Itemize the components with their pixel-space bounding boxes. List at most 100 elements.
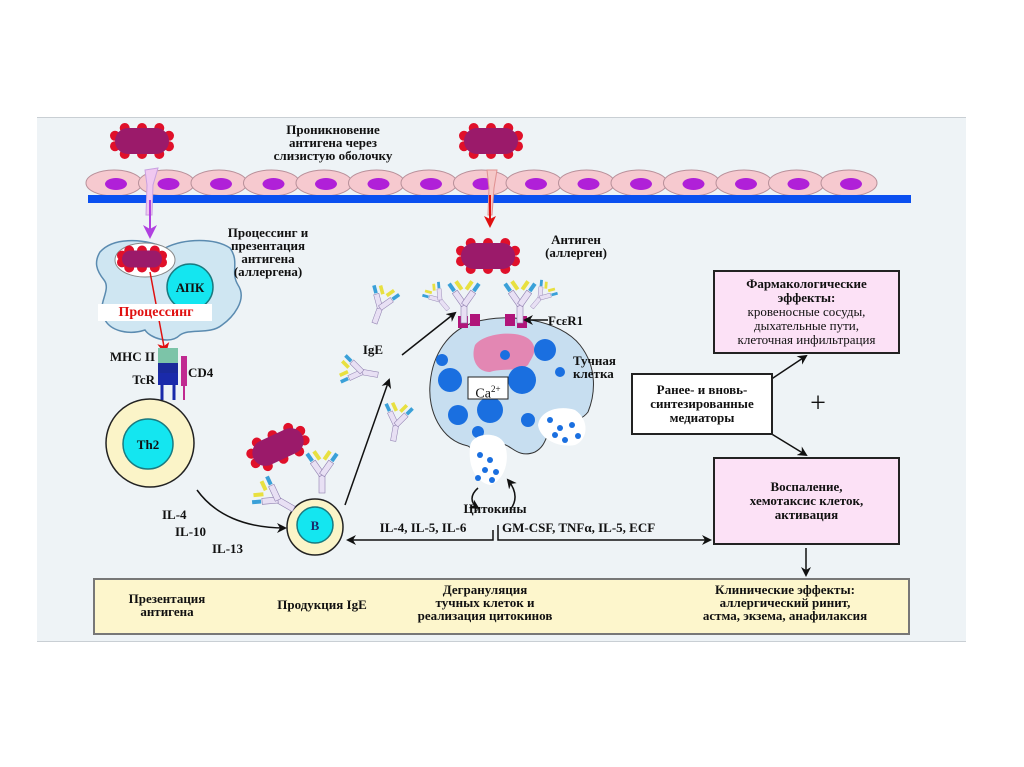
- released-granule: [477, 452, 483, 458]
- bottom-flow-bar: [93, 578, 910, 635]
- epithelial-nucleus: [157, 178, 180, 190]
- arrow-ige-to-mast: [401, 311, 457, 356]
- label-mhc-ii: MHC II: [109, 349, 155, 364]
- epithelial-nucleus: [735, 178, 757, 190]
- calcium-box: [467, 376, 509, 400]
- flow-step-clinical-effects: Клинические эффекты: аллергический ринит…: [702, 582, 868, 623]
- basement-membrane: [88, 195, 911, 203]
- epithelial-nucleus: [787, 178, 810, 190]
- released-granule: [557, 425, 563, 431]
- arrow-b-to-ige: [344, 378, 392, 506]
- antigen-b-cell: [246, 422, 310, 472]
- epithelial-nucleus: [420, 178, 442, 190]
- ige-antibody: [447, 280, 481, 324]
- granule: [448, 405, 468, 425]
- granule: [534, 339, 556, 361]
- granule: [508, 366, 536, 394]
- box-inflammation: Воспаление, хемотаксис клеток, активация: [713, 457, 900, 545]
- granule: [477, 397, 503, 423]
- antigen-body: [252, 428, 304, 466]
- il-arrow-th2-to-b: [196, 489, 287, 533]
- arrow-mediators-to-inflammation: [769, 432, 808, 457]
- epithelial-nucleus: [682, 178, 705, 190]
- tcr-top: [158, 363, 178, 373]
- ige-antibody: [305, 450, 339, 494]
- label-il-4: IL-4: [162, 507, 187, 522]
- label-tcr: TcR: [132, 372, 155, 387]
- released-granule: [487, 457, 493, 463]
- ige-antibody: [384, 402, 414, 442]
- label-calcium: Ca2+: [475, 384, 501, 402]
- granule: [521, 413, 535, 427]
- cytokine-curl-right: [506, 478, 517, 511]
- granule: [438, 368, 462, 392]
- ige-antibody: [371, 284, 401, 325]
- processing-label-bg: [98, 304, 212, 321]
- released-granule: [569, 422, 575, 428]
- released-granule: [575, 433, 581, 439]
- released-granule: [489, 477, 495, 483]
- epithelial-nucleus: [367, 178, 390, 190]
- mast-cell-granules: [436, 339, 565, 438]
- ige-antibody: [251, 475, 296, 513]
- free-ige-antibodies: [339, 284, 414, 442]
- mhc-ii: [158, 348, 178, 363]
- epithelial-nucleus: [525, 178, 547, 190]
- flow-step-presentation: Презентация антигена: [128, 591, 206, 619]
- label-cytokines: Цитокины: [463, 501, 527, 516]
- cytokine-curl-left: [468, 487, 480, 510]
- arrow-mediators-to-pharm: [769, 354, 808, 381]
- label-il-10: IL-10: [175, 524, 207, 539]
- th2-nucleus: [122, 418, 174, 470]
- released-granule: [552, 432, 558, 438]
- mast-bound-ige: [422, 279, 558, 324]
- ige-antibody: [339, 354, 379, 384]
- b-nucleus: [296, 506, 334, 544]
- epithelial-nucleus: [315, 178, 337, 190]
- granule: [472, 426, 484, 438]
- epithelial-nucleus: [840, 178, 862, 190]
- antigen-body: [461, 243, 515, 269]
- label-antigen: Антиген (аллерген): [545, 232, 607, 260]
- antigen-in-apc: [117, 245, 167, 273]
- ige-antibody: [503, 280, 537, 324]
- epithelial-nucleus: [210, 178, 232, 190]
- b-cell-antibodies: [251, 450, 339, 513]
- arrow-cytokines-to-b: [346, 530, 494, 545]
- antigen-body: [115, 128, 169, 154]
- cd4-receptor: [181, 356, 187, 386]
- ige-antibody: [422, 281, 451, 312]
- antigen-mast: [456, 238, 520, 274]
- flow-step-ige-production: Продукция IgE: [277, 597, 367, 612]
- label-cytokines-right: GM-CSF, TNFα, IL-5, ECF: [502, 520, 656, 535]
- antigen-top-middle: [459, 123, 523, 159]
- ige-antibody: [529, 279, 558, 310]
- tcr-bottom: [158, 373, 178, 385]
- epithelial-nucleus: [262, 178, 285, 190]
- box-pharmacological-effects: Фармакологические эффекты: кровеносные с…: [713, 270, 900, 354]
- epithelial-nucleus: [577, 178, 600, 190]
- released-granule: [547, 417, 553, 423]
- label-b-cell: B: [310, 518, 320, 533]
- epithelial-nucleus: [105, 178, 127, 190]
- label-cd4: CD4: [188, 365, 214, 380]
- penetration-channel-left: [144, 167, 159, 216]
- granule: [500, 350, 510, 360]
- granule: [555, 367, 565, 377]
- antigen-body: [464, 128, 518, 154]
- label-il-13: IL-13: [212, 541, 244, 556]
- label-ige: IgE: [362, 342, 384, 357]
- fceri-receptor: [505, 314, 515, 326]
- released-granule: [475, 475, 481, 481]
- antigen-top-left: [110, 123, 174, 159]
- label-fceri: FcεR1: [548, 313, 584, 328]
- released-granule: [562, 437, 568, 443]
- epithelial-nucleus: [630, 178, 652, 190]
- released-granule: [493, 469, 499, 475]
- label-penetration: Проникновение антигена через слизистую о…: [273, 122, 393, 163]
- flow-step-degranulation: Дегрануляция тучных клеток и реализация …: [417, 582, 553, 623]
- antigen-body: [122, 250, 162, 268]
- released-granules: [475, 417, 581, 483]
- epithelium-layer: [85, 169, 878, 197]
